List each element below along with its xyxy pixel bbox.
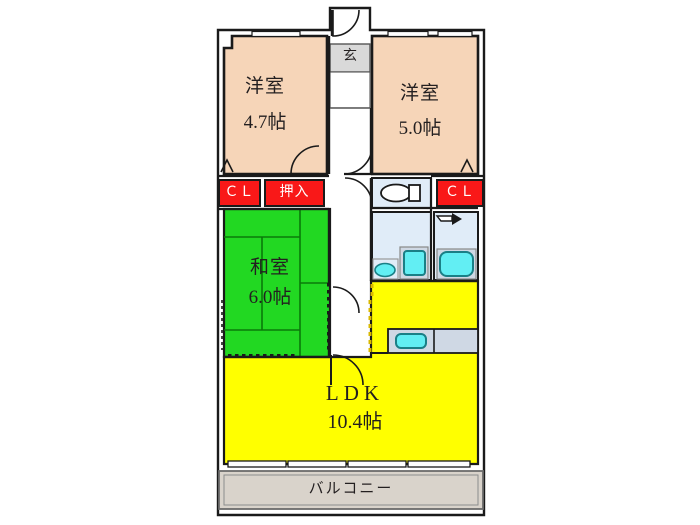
ldk-area: 10.4帖 <box>327 411 383 433</box>
sliding-door-marks <box>221 283 374 356</box>
area-genkan <box>329 43 371 109</box>
oshiire-box[interactable] <box>264 179 325 207</box>
bedroom-right-door-swing <box>343 145 373 176</box>
balcony-label: バルコニー <box>308 481 394 497</box>
kitchen-counter <box>387 328 479 354</box>
area-corridor <box>329 108 371 353</box>
bedroom-left-door-swing <box>290 145 320 176</box>
washitsu-area: 6.0帖 <box>248 287 292 308</box>
room-bedroom-left <box>222 34 329 176</box>
ldk-door-swing <box>330 354 364 386</box>
closet-right-box[interactable] <box>436 179 484 207</box>
kitchen-sink-fixture <box>395 333 427 349</box>
bedroom-right-area: 5.0帖 <box>398 118 442 139</box>
window-markers <box>220 30 474 468</box>
window-right-bedroom <box>460 158 474 173</box>
area-balcony <box>218 470 484 510</box>
washing-machine-fixture <box>399 246 429 280</box>
bedroom-left-area: 4.7帖 <box>243 112 287 133</box>
window-left-bedroom <box>220 158 234 173</box>
entrance-door-swing <box>330 9 360 37</box>
toilet-fixture <box>380 183 421 203</box>
toilet-door-swing <box>344 177 373 206</box>
bedroom-right-name: 洋室 <box>399 83 440 104</box>
closet-right-label: ＣＬ <box>445 185 475 200</box>
washitsu-name: 和室 <box>249 257 290 278</box>
bedroom-left-name: 洋室 <box>244 76 285 97</box>
closet-left-box[interactable] <box>218 179 261 207</box>
corridor-door-swing <box>332 286 360 314</box>
genkan-label: 玄 <box>343 49 357 64</box>
closet-boxes <box>218 179 484 207</box>
bathtub-fixture <box>435 213 477 280</box>
ldk-name: LDK <box>325 381 385 405</box>
closet-left-label: ＣＬ <box>224 185 255 200</box>
door-swings <box>290 9 373 386</box>
room-washitsu <box>222 207 332 359</box>
washbasin-fixture <box>372 258 399 280</box>
balcony-sliding-door <box>227 460 471 468</box>
oshiire-label: 押入 <box>279 185 310 200</box>
room-bedroom-right <box>370 34 480 176</box>
